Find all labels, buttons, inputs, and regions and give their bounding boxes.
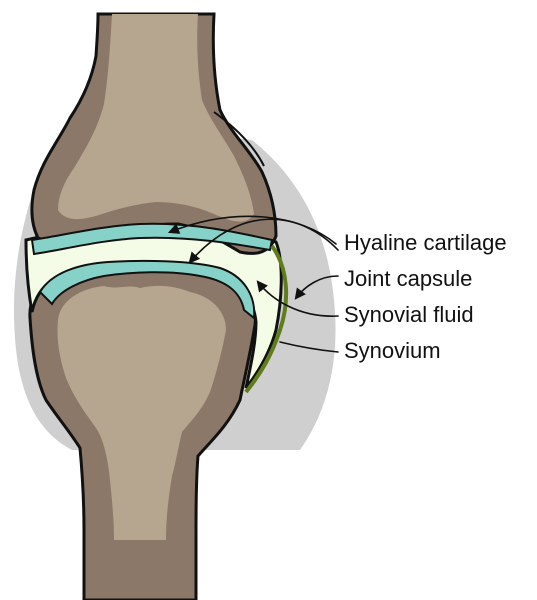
label-synovium: Synovium	[344, 338, 441, 363]
label-hyaline-cartilage: Hyaline cartilage	[344, 230, 507, 255]
label-synovial-fluid: Synovial fluid	[344, 302, 474, 327]
label-joint-capsule: Joint capsule	[344, 266, 472, 291]
